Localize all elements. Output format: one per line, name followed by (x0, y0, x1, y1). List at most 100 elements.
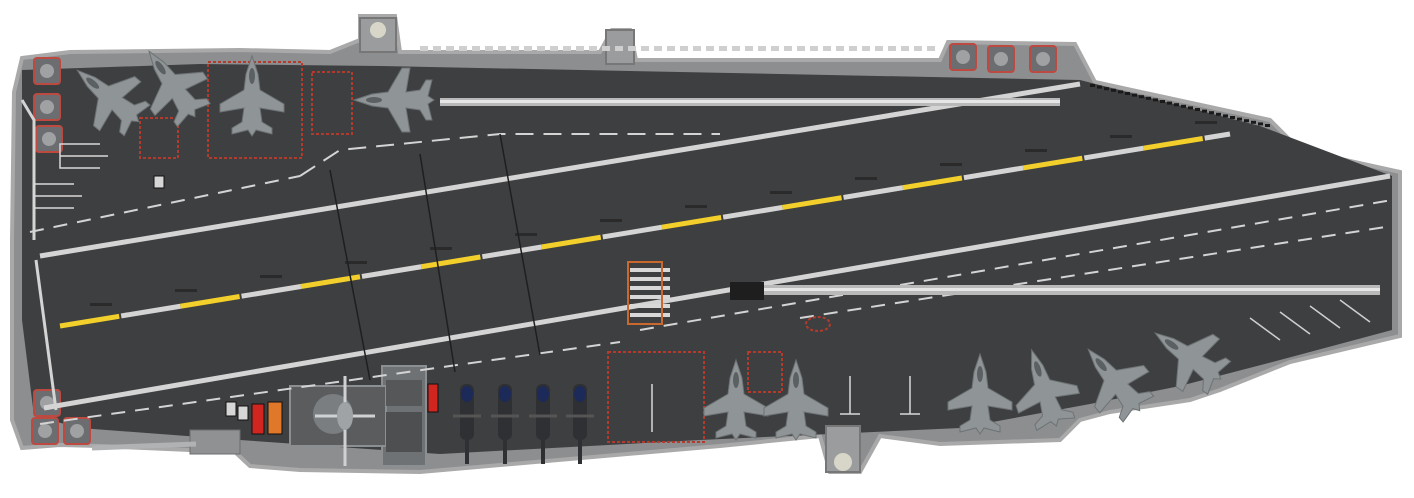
helo-cockpit (537, 386, 549, 402)
deck-vehicles (153, 175, 439, 435)
railing-stub (901, 46, 909, 51)
deck-tractor-icon (153, 175, 165, 189)
railing-stub (680, 46, 688, 51)
railing-stub (810, 46, 818, 51)
runway-markings (20, 81, 1393, 432)
railing-stub (706, 46, 714, 51)
railing-stub (862, 46, 870, 51)
railing-stub (1237, 117, 1242, 121)
railing-stub (1195, 108, 1200, 111)
helo-cockpit (499, 386, 511, 402)
railing-stub (628, 46, 636, 51)
fighter-jet-icon (947, 352, 1013, 435)
railing-stub (875, 46, 883, 51)
tie-down-marker (1195, 121, 1217, 124)
jet-body (763, 358, 829, 441)
deck-tractor-icon (225, 401, 237, 417)
railing-stub (615, 46, 623, 51)
railing-stub (1125, 92, 1130, 95)
railing-stub (1097, 85, 1102, 89)
railing-stub (914, 46, 922, 51)
jbd-slat (630, 268, 650, 272)
helipad-center (40, 64, 54, 78)
railing-stub (641, 46, 649, 51)
bow-marking (1279, 311, 1311, 335)
railing-stub (459, 46, 467, 51)
railing-stub (784, 46, 792, 51)
landing-centreline (59, 131, 1231, 329)
tie-down-marker (1025, 149, 1047, 152)
railing-stub (420, 46, 428, 51)
bow-marking (1339, 299, 1371, 323)
fighter-jet-icon (219, 54, 285, 137)
railing-stub (589, 46, 597, 51)
railing-stub (1104, 87, 1109, 91)
railing-stub (654, 46, 662, 51)
railing-stub (550, 46, 558, 51)
jbd-slat (650, 313, 670, 317)
railing-stub (1223, 114, 1228, 118)
railing-stub (1181, 104, 1186, 108)
jet-body (219, 54, 285, 137)
jet-canopy (249, 68, 255, 84)
jet-canopy (733, 372, 739, 388)
helipad-center (956, 50, 970, 64)
jet-canopy (1095, 358, 1107, 372)
jet-canopy (793, 372, 799, 388)
railing-stub (1139, 95, 1144, 99)
fighter-jet-icon (1153, 332, 1232, 395)
angled-deck-edge-upper (39, 81, 1081, 259)
jbd-slat (630, 313, 650, 317)
railing-stub (524, 46, 532, 51)
railing-stub (1265, 124, 1270, 127)
railing-stub (472, 46, 480, 51)
railing-stub (849, 46, 857, 51)
arresting-wires (329, 133, 541, 381)
fighter-jet-icon (1015, 348, 1081, 432)
jet-blast-deflector (627, 261, 663, 325)
fighter-jet-icon (76, 69, 151, 137)
railing-stub (1160, 100, 1165, 103)
railing-stub (836, 46, 844, 51)
railing-stub (1244, 119, 1249, 123)
jbd-slat (650, 304, 670, 308)
helicopter-group (315, 376, 594, 466)
tie-down-marker (940, 163, 962, 166)
deck-tractor-icon (251, 403, 265, 435)
tie-down-marker (770, 191, 792, 194)
jet-canopy (86, 77, 100, 89)
helipad-center (70, 424, 84, 438)
tie-down-marker (260, 275, 282, 278)
helo-tail (503, 440, 507, 464)
railing-stub (823, 46, 831, 51)
jet-canopy (1164, 339, 1179, 350)
tie-down-marker (685, 205, 707, 208)
tie-down-marker (515, 233, 537, 236)
fighter-jet-icon (148, 49, 211, 128)
helicopter-icon (315, 376, 375, 466)
catapults (440, 98, 1380, 300)
railing-stub (1230, 116, 1235, 119)
tie-down-marker (345, 261, 367, 264)
angled-deck-edge-lower (43, 173, 1391, 411)
helo-tail (465, 440, 469, 464)
jbd-slat (650, 277, 670, 281)
helipad-center (40, 100, 54, 114)
railing-stub (771, 46, 779, 51)
railing-stub (498, 46, 506, 51)
railing-stub (927, 46, 935, 51)
jbd-slat (650, 295, 670, 299)
crane-vehicle-icon (267, 401, 283, 435)
railing-stub (563, 46, 571, 51)
railing-stub (1167, 101, 1172, 105)
railing-stub (1209, 111, 1214, 115)
tie-down-marker (600, 219, 622, 222)
tie-down-marker (1110, 135, 1132, 138)
railing-stub (576, 46, 584, 51)
parking-boxes (139, 61, 831, 443)
helipad-markers (31, 43, 1270, 445)
railing-stub (1202, 109, 1207, 113)
aircraft-group (76, 49, 1232, 441)
helicopter-icon (566, 384, 594, 464)
